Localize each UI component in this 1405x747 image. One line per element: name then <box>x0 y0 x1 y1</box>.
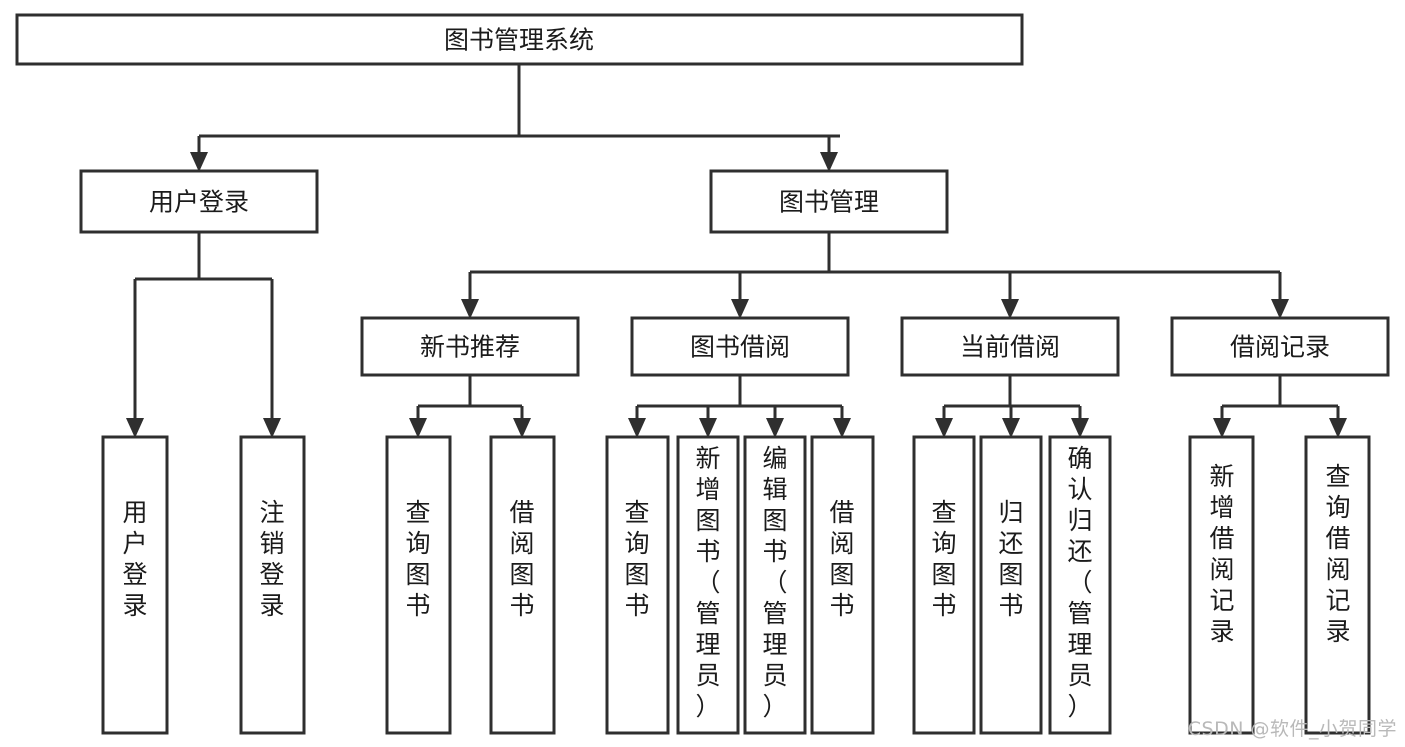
node-leaf-edit-book-label: 编辑图书（管理员） <box>762 444 787 721</box>
node-leaf-user-logout[interactable]: 注销登录 <box>239 435 306 735</box>
node-leaf-add-book[interactable]: 新增图书（管理员） <box>676 435 740 735</box>
node-leaf-confirm-return-box[interactable] <box>1048 435 1112 735</box>
node-borrow-record-box[interactable] <box>1170 316 1390 377</box>
node-leaf-query-book-2[interactable]: 查询图书 <box>605 435 670 735</box>
node-leaf-add-record-box[interactable] <box>1188 435 1255 735</box>
node-leaf-return-book-label: 归还图书 <box>998 498 1023 620</box>
node-leaf-add-book-label: 新增图书（管理员） <box>695 444 720 721</box>
node-leaf-return-book-box[interactable] <box>979 435 1043 735</box>
node-leaf-user-login-box[interactable] <box>101 435 169 735</box>
node-leaf-borrow-book-1[interactable]: 借阅图书 <box>489 435 556 735</box>
node-book-mgmt-box[interactable] <box>709 169 949 234</box>
node-leaf-query-book-2-box[interactable] <box>605 435 670 735</box>
node-book-mgmt[interactable]: 图书管理 <box>709 169 949 234</box>
node-new-book-rec[interactable]: 新书推荐 <box>360 316 580 377</box>
node-leaf-user-login[interactable]: 用户登录 <box>101 435 169 735</box>
node-leaf-edit-book[interactable]: 编辑图书（管理员） <box>743 435 807 735</box>
arrow-to-leaf-query-record <box>1329 418 1347 438</box>
node-leaf-query-book-3-box[interactable] <box>912 435 976 735</box>
arrow-to-book-mgmt <box>820 152 838 172</box>
node-leaf-borrow-book-2[interactable]: 借阅图书 <box>810 435 875 735</box>
node-book-borrow-label: 图书借阅 <box>690 333 790 362</box>
node-current-borrow-box[interactable] <box>900 316 1120 377</box>
arrow-to-leaf-borrow-book-1 <box>513 418 531 438</box>
node-leaf-borrow-book-2-box[interactable] <box>810 435 875 735</box>
node-new-book-rec-box[interactable] <box>360 316 580 377</box>
arrow-to-book-borrow <box>731 299 749 319</box>
node-root-label: 图书管理系统 <box>444 26 594 55</box>
node-leaf-add-record[interactable]: 新增借阅记录 <box>1188 435 1255 735</box>
node-user-login-label: 用户登录 <box>149 188 249 217</box>
node-borrow-record[interactable]: 借阅记录 <box>1170 316 1390 377</box>
arrow-to-leaf-add-record <box>1213 418 1231 438</box>
node-leaf-query-book-1[interactable]: 查询图书 <box>385 435 452 735</box>
arrow-to-leaf-query-book-1 <box>409 418 427 438</box>
connector-layer <box>126 64 1347 438</box>
node-leaf-confirm-return[interactable]: 确认归还（管理员） <box>1048 435 1112 735</box>
node-book-borrow[interactable]: 图书借阅 <box>630 316 850 377</box>
node-leaf-user-logout-box[interactable] <box>239 435 306 735</box>
node-leaf-query-book-3-label: 查询图书 <box>931 498 956 620</box>
node-new-book-rec-label: 新书推荐 <box>420 333 520 362</box>
node-leaf-return-book[interactable]: 归还图书 <box>979 435 1043 735</box>
arrow-to-leaf-user-logout <box>263 418 281 438</box>
node-leaf-user-login-label: 用户登录 <box>122 498 147 620</box>
node-leaf-confirm-return-label: 确认归还（管理员） <box>1067 444 1092 721</box>
arrow-to-new-book-rec <box>461 299 479 319</box>
arrow-to-leaf-confirm-return <box>1071 418 1089 438</box>
node-leaf-query-book-1-label: 查询图书 <box>405 498 430 620</box>
arrow-to-current-borrow <box>1001 299 1019 319</box>
node-root-box[interactable] <box>15 13 1024 66</box>
arrow-to-leaf-user-login <box>126 418 144 438</box>
node-user-login-box[interactable] <box>79 169 319 234</box>
node-leaf-add-record-label: 新增借阅记录 <box>1209 462 1234 646</box>
node-leaf-query-record[interactable]: 查询借阅记录 <box>1304 435 1371 735</box>
node-root[interactable]: 图书管理系统 <box>15 13 1024 66</box>
arrow-to-user-login <box>190 152 208 172</box>
node-user-login[interactable]: 用户登录 <box>79 169 319 234</box>
arrow-to-leaf-query-book-2 <box>628 418 646 438</box>
node-leaf-add-book-box[interactable] <box>676 435 740 735</box>
node-book-borrow-box[interactable] <box>630 316 850 377</box>
node-book-mgmt-label: 图书管理 <box>779 188 879 217</box>
arrow-to-leaf-return-book <box>1002 418 1020 438</box>
node-leaf-query-book-1-box[interactable] <box>385 435 452 735</box>
arrow-to-leaf-borrow-book-2 <box>833 418 851 438</box>
node-current-borrow-label: 当前借阅 <box>960 333 1060 362</box>
arrow-to-leaf-edit-book <box>766 418 784 438</box>
node-leaf-borrow-book-1-label: 借阅图书 <box>509 498 534 620</box>
node-leaf-user-logout-label: 注销登录 <box>259 498 284 620</box>
node-leaf-query-book-2-label: 查询图书 <box>624 498 649 620</box>
arrow-to-borrow-record <box>1271 299 1289 319</box>
node-current-borrow[interactable]: 当前借阅 <box>900 316 1120 377</box>
node-leaf-query-record-box[interactable] <box>1304 435 1371 735</box>
node-leaf-borrow-book-1-box[interactable] <box>489 435 556 735</box>
node-leaf-query-record-label: 查询借阅记录 <box>1325 462 1350 646</box>
arrow-to-leaf-query-book-3 <box>935 418 953 438</box>
node-borrow-record-label: 借阅记录 <box>1230 333 1330 362</box>
node-leaf-edit-book-box[interactable] <box>743 435 807 735</box>
node-leaf-query-book-3[interactable]: 查询图书 <box>912 435 976 735</box>
node-leaf-borrow-book-2-label: 借阅图书 <box>829 498 854 620</box>
arrow-to-leaf-add-book <box>699 418 717 438</box>
